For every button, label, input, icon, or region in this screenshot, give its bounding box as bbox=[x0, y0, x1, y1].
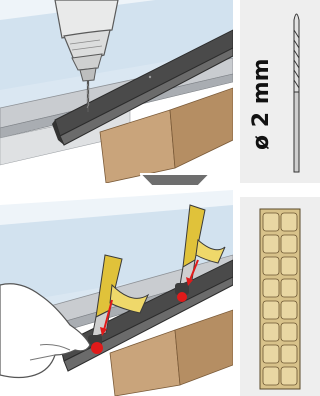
fixing-step-scene bbox=[0, 185, 233, 396]
drill-bit-icon bbox=[294, 14, 299, 172]
drill-bit-size-illustration: ø 2 mm bbox=[240, 0, 320, 183]
drill-bit-size-panel: ø 2 mm bbox=[240, 0, 320, 183]
screw-strip-panel bbox=[240, 197, 320, 396]
drill-bit-size-label: ø 2 mm bbox=[249, 58, 274, 150]
drilling-step-scene bbox=[0, 0, 233, 183]
fixing-step-illustration bbox=[0, 185, 233, 396]
screw-strip-icon bbox=[260, 209, 300, 389]
drilling-step-illustration bbox=[0, 0, 233, 183]
screw-strip-illustration bbox=[240, 197, 320, 396]
